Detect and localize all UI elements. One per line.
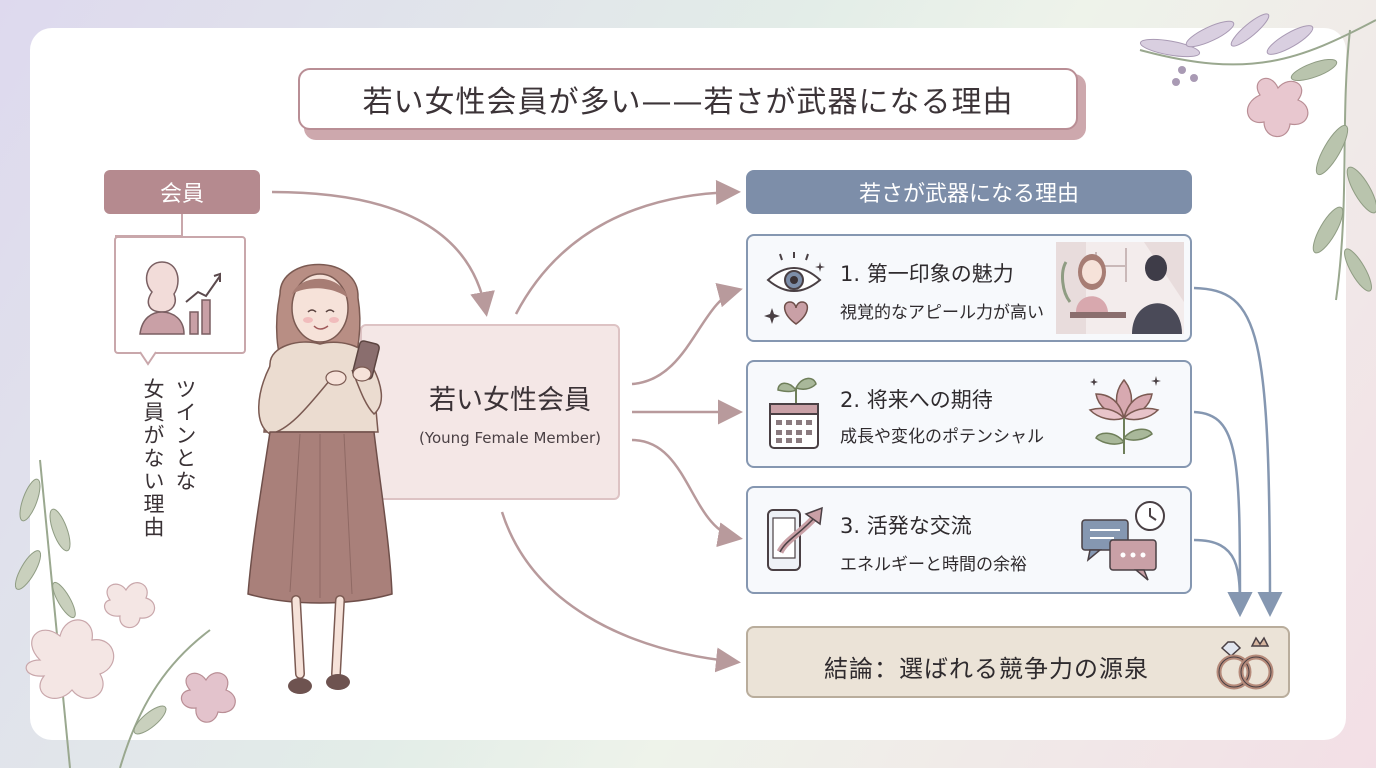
reason-1-title: 1. 第一印象の魅力 (840, 262, 1014, 286)
reason-card-2: 2. 将来への期待 成長や変化のポテンシャル (746, 360, 1192, 468)
floral-branch-top-right (1139, 13, 1376, 301)
reason-3-title: 3. 活発な交流 (840, 514, 972, 538)
rings-icon (1216, 636, 1274, 690)
reason-1-desc: 視覚的なアピール力が高い (840, 303, 1044, 323)
woman-growth-chart-icon (139, 261, 221, 335)
eye-heart-icon (764, 252, 825, 325)
reason-2-desc: 成長や変化のポテンシャル (840, 427, 1044, 447)
reason-card-1: 1. 第一印象の魅力 視覚的なアピール力が高い (746, 234, 1192, 342)
young-woman-illustration (247, 263, 393, 694)
conclusion-text: 結論：選ばれる競争力の源泉 (824, 655, 1149, 683)
lotus-flower-icon (1088, 376, 1161, 454)
vertical-text-col-2: 女員がない理由 (141, 378, 165, 539)
reason-3-desc: エネルギーと時間の余裕 (840, 555, 1027, 575)
floral-branch-bottom-left (14, 459, 236, 768)
reason-card-3: 3. 活発な交流 エネルギーと時間の余裕 (746, 486, 1192, 594)
center-node: 若い女性会員 (Young Female Member) (360, 324, 620, 500)
phone-arrow-icon (767, 506, 823, 571)
center-node-sublabel: (Young Female Member) (418, 428, 602, 447)
date-scene-illustration (1056, 242, 1184, 334)
vertical-text-col-1: ツインとな (173, 378, 197, 493)
conclusion-box: 結論：選ばれる競争力の源泉 (746, 626, 1290, 698)
chat-clock-icon (1081, 501, 1165, 581)
callout-pointer (139, 351, 157, 366)
reason-2-title: 2. 将来への期待 (840, 388, 993, 412)
calendar-sprout-icon (769, 377, 819, 449)
page-title: 若い女性会員が多い——若さが武器になる理由 (298, 68, 1078, 130)
center-node-label: 若い女性会員 (429, 384, 591, 416)
reasons-header: 若さが武器になる理由 (746, 170, 1192, 214)
member-tag: 会員 (104, 170, 260, 214)
